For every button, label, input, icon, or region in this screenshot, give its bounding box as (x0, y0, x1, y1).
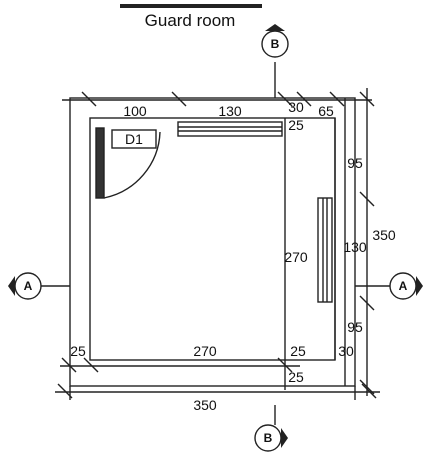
outer-wall-outline (69, 97, 356, 387)
dim-right-350: 350 (372, 227, 396, 243)
dim-right-95-top: 95 (347, 155, 363, 171)
top-window (177, 121, 283, 137)
dim-top-25: 25 (288, 117, 304, 133)
section-label-b-top: B (271, 37, 280, 51)
dim-top-left: 100 (123, 103, 147, 119)
section-label-a-right: A (399, 279, 408, 293)
dim-right-130: 130 (343, 239, 367, 255)
door-tag-box (111, 129, 157, 149)
section-label-b-bottom: B (264, 431, 273, 445)
dim-top-mid: 130 (218, 103, 242, 119)
dim-bottom-30: 30 (338, 343, 354, 359)
dim-right-95-bottom: 95 (347, 319, 363, 335)
dim-bottom-25-right: 25 (290, 343, 306, 359)
inner-wall-outline (89, 117, 336, 361)
door-swing-arc (103, 131, 161, 199)
drawing-title: Guard room (145, 11, 236, 30)
dim-bottom-270: 270 (193, 343, 217, 359)
section-label-a-left: A (24, 279, 33, 293)
right-window (317, 197, 333, 303)
dim-top-30: 30 (288, 99, 304, 115)
door-tag: D1 (125, 131, 143, 147)
dim-inner-270: 270 (284, 249, 308, 265)
dim-top-65: 65 (318, 103, 334, 119)
dim-bottom-350: 350 (193, 397, 217, 413)
door-leaf (95, 127, 105, 199)
dim-bottom-25-corner: 25 (288, 369, 304, 385)
dim-bottom-25-left: 25 (70, 343, 86, 359)
